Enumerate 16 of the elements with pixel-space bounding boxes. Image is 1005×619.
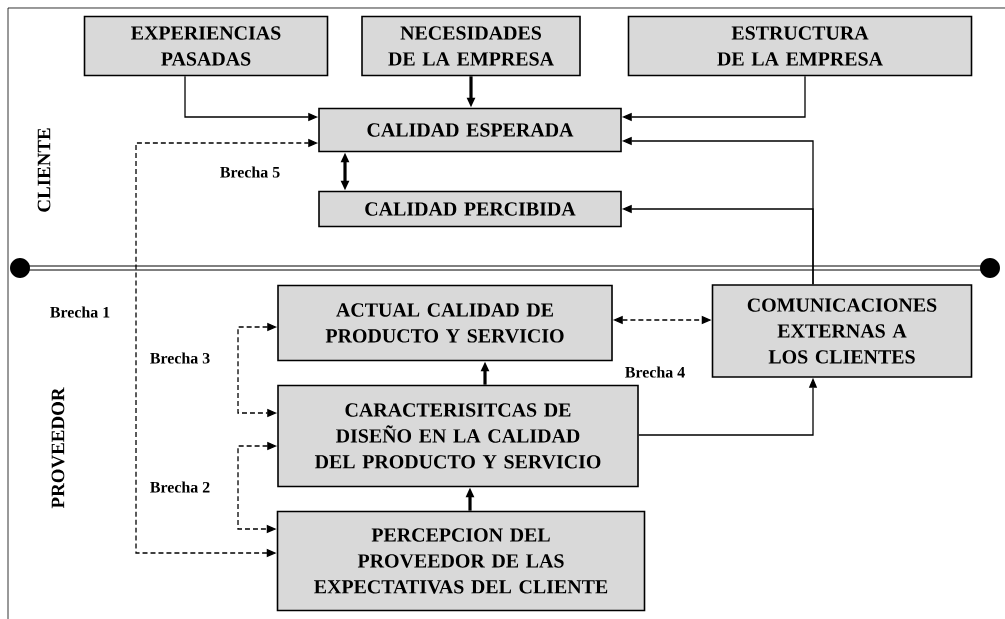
- process-box: NECESIDADES DE LA EMPRESA: [361, 15, 581, 77]
- side-label: PROVEEDOR: [51, 387, 65, 509]
- side-label: CLIENTE: [37, 128, 51, 212]
- edge-label: Brecha 1: [48, 305, 112, 319]
- edge-label: Brecha 5: [218, 165, 282, 179]
- process-box: CARACTERISITCAS DE DISEÑO EN LA CALIDAD DEL PRODUCTO Y SERVICIO: [277, 384, 639, 488]
- edge-label: Brecha 3: [148, 351, 212, 365]
- edge-label: Brecha 4: [623, 365, 687, 379]
- process-box: CALIDAD PERCIBIDA: [318, 190, 622, 228]
- process-box: PERCEPCION DEL PROVEEDOR DE LAS EXPECTATIVAS DEL CLIENTE: [276, 510, 646, 612]
- process-box: COMUNICACIONES EXTERNAS A LOS CLIENTES: [711, 284, 973, 378]
- process-box: ESTRUCTURA DE LA EMPRESA: [627, 15, 973, 77]
- process-box: ACTUAL CALIDAD DE PRODUCTO Y SERVICIO: [277, 284, 613, 362]
- edge-label: Brecha 2: [148, 480, 212, 494]
- process-box: CALIDAD ESPERADA: [318, 107, 622, 153]
- process-box: EXPERIENCIAS PASADAS: [83, 15, 329, 77]
